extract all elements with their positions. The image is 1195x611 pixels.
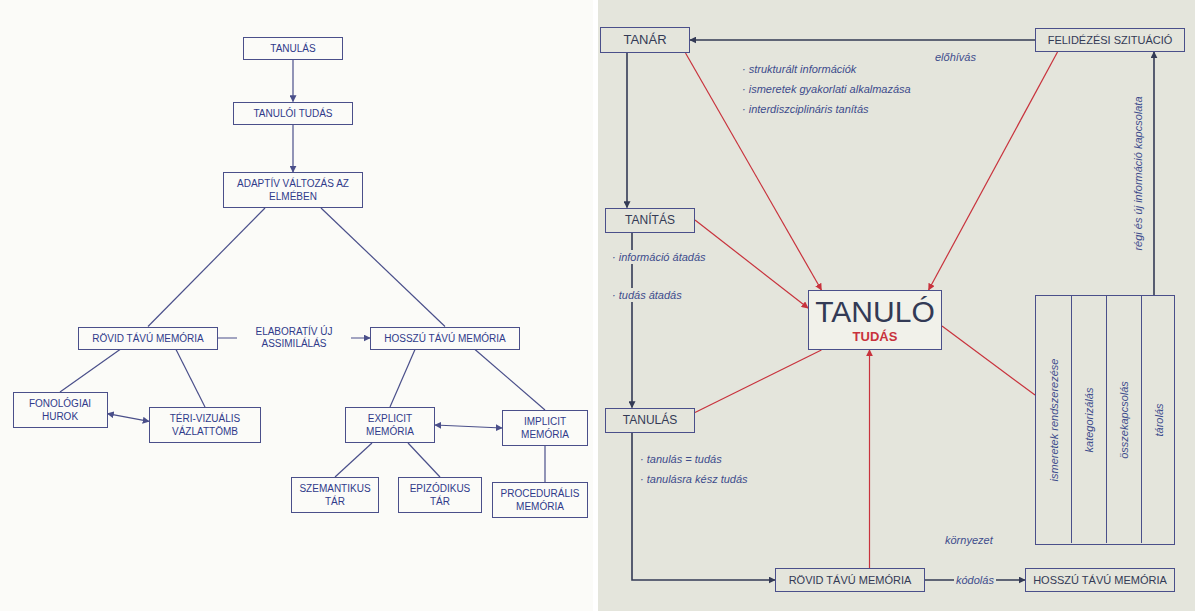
process-box: EPIZÓDIKUS TÁR bbox=[398, 477, 482, 513]
vertical-note: kategorizálás bbox=[1082, 302, 1096, 538]
note-box: ismeretek rendszerezése kategorizálás össz… bbox=[1035, 295, 1175, 545]
connector bbox=[626, 53, 628, 208]
connector bbox=[108, 414, 150, 422]
handwritten-note: · interdiszciplináris tanítás bbox=[742, 102, 869, 116]
red-connector bbox=[695, 350, 821, 413]
process-box: RÖVID TÁVÚ MEMÓRIA bbox=[78, 327, 218, 350]
process-box: TANULÓI TUDÁS bbox=[233, 102, 353, 125]
process-box: EXPLICIT MEMÓRIA bbox=[345, 407, 435, 443]
handwritten-note: előhívás bbox=[935, 50, 976, 64]
box-label: ADAPTÍV VÁLTOZÁS AZ ELMÉBEN bbox=[230, 177, 356, 203]
edge-label: kódolás bbox=[954, 573, 996, 588]
connector bbox=[292, 60, 293, 102]
process-box: FONOLÓGIAI HUROK bbox=[13, 392, 108, 428]
left-sheet bbox=[0, 0, 593, 611]
vertical-note: ismeretek rendszerezése bbox=[1047, 302, 1061, 538]
connector bbox=[632, 433, 775, 581]
process-box: HOSSZÚ TÁVÚ MEMÓRIA bbox=[1025, 568, 1175, 592]
connector bbox=[335, 443, 372, 477]
vertical-note: tárolás bbox=[1152, 302, 1166, 538]
handwritten-note: · strukturált információk bbox=[742, 62, 856, 76]
process-box: HOSSZÚ TÁVÚ MEMÓRIA bbox=[370, 327, 520, 350]
column-divider bbox=[1071, 296, 1072, 543]
red-connector bbox=[929, 52, 1058, 290]
box-label: TANULÓI TUDÁS bbox=[240, 107, 346, 120]
process-box: TANULÓTUDÁS bbox=[808, 290, 942, 350]
connector bbox=[475, 350, 545, 411]
red-connector bbox=[942, 326, 1035, 395]
box-label: TANULÓ bbox=[815, 295, 935, 329]
process-box: SZEMANTIKUS TÁR bbox=[291, 477, 379, 513]
process-box: TANÁR bbox=[600, 27, 690, 53]
vertical-note: összekapcsolás bbox=[1117, 302, 1131, 538]
connector bbox=[60, 350, 120, 393]
column-divider bbox=[1141, 296, 1142, 543]
process-box: RÖVID TÁVÚ MEMÓRIA bbox=[775, 568, 925, 592]
process-box: TANÍTÁS bbox=[605, 208, 695, 233]
box-label: TÉRI-VIZUÁLIS VÁZLATTÖMB bbox=[156, 412, 254, 438]
process-box: FELIDÉZÉSI SZITUÁCIÓ bbox=[1035, 28, 1185, 52]
box-label: HOSSZÚ TÁVÚ MEMÓRIA bbox=[377, 332, 513, 345]
connector bbox=[292, 125, 293, 173]
box-label: TANULÁS bbox=[250, 42, 336, 55]
connector bbox=[390, 350, 415, 408]
handwritten-note: · ismeretek gyakorlati alkalmazása bbox=[742, 82, 911, 96]
process-box: TANULÁS bbox=[243, 37, 343, 60]
red-connector bbox=[869, 350, 870, 568]
box-label: RÖVID TÁVÚ MEMÓRIA bbox=[782, 573, 918, 587]
box-label: IMPLICIT MEMÓRIA bbox=[509, 415, 581, 441]
box-label: FELIDÉZÉSI SZITUÁCIÓ bbox=[1042, 33, 1178, 47]
process-box: ADAPTÍV VÁLTOZÁS AZ ELMÉBEN bbox=[223, 172, 363, 208]
box-sublabel: TUDÁS bbox=[815, 329, 935, 345]
connector bbox=[435, 425, 502, 428]
right-sheet bbox=[598, 0, 1195, 611]
box-label: RÖVID TÁVÚ MEMÓRIA bbox=[85, 332, 211, 345]
box-label: TANÁR bbox=[607, 32, 683, 48]
red-connector bbox=[695, 220, 808, 308]
box-label: FONOLÓGIAI HUROK bbox=[20, 397, 101, 423]
box-label: PROCEDURÁLIS MEMÓRIA bbox=[499, 487, 581, 513]
box-label: TANÍTÁS bbox=[612, 213, 688, 228]
connector bbox=[1153, 52, 1155, 295]
edge-label: ELABORATÍV ÚJ ASSIMILÁLÁS bbox=[237, 325, 351, 351]
box-label: SZEMANTIKUS TÁR bbox=[298, 482, 372, 508]
column-divider bbox=[1106, 296, 1107, 543]
handwritten-note: · tudás átadás bbox=[612, 288, 682, 302]
connector bbox=[544, 446, 545, 482]
handwritten-note: · információ átadás bbox=[612, 250, 706, 264]
process-box: IMPLICIT MEMÓRIA bbox=[502, 410, 588, 446]
box-label: TANULÁS bbox=[612, 413, 688, 428]
connector bbox=[690, 39, 1035, 41]
connector bbox=[148, 208, 265, 327]
box-label: EXPLICIT MEMÓRIA bbox=[352, 412, 428, 438]
handwritten-note: · tanulásra kész tudás bbox=[640, 472, 748, 486]
process-box: TANULÁS bbox=[605, 408, 695, 433]
handwritten-note: környezet bbox=[945, 533, 993, 547]
handwritten-note: · tanulás = tudás bbox=[640, 452, 722, 466]
process-box: PROCEDURÁLIS MEMÓRIA bbox=[492, 482, 588, 518]
connector bbox=[408, 443, 440, 477]
connector bbox=[321, 208, 445, 327]
box-label: EPIZÓDIKUS TÁR bbox=[405, 482, 475, 508]
process-box: TÉRI-VIZUÁLIS VÁZLATTÖMB bbox=[149, 407, 261, 443]
edge-label: régi és új információ kapcsolata bbox=[1131, 94, 1146, 252]
connector bbox=[176, 350, 205, 408]
box-label: HOSSZÚ TÁVÚ MEMÓRIA bbox=[1032, 573, 1168, 587]
